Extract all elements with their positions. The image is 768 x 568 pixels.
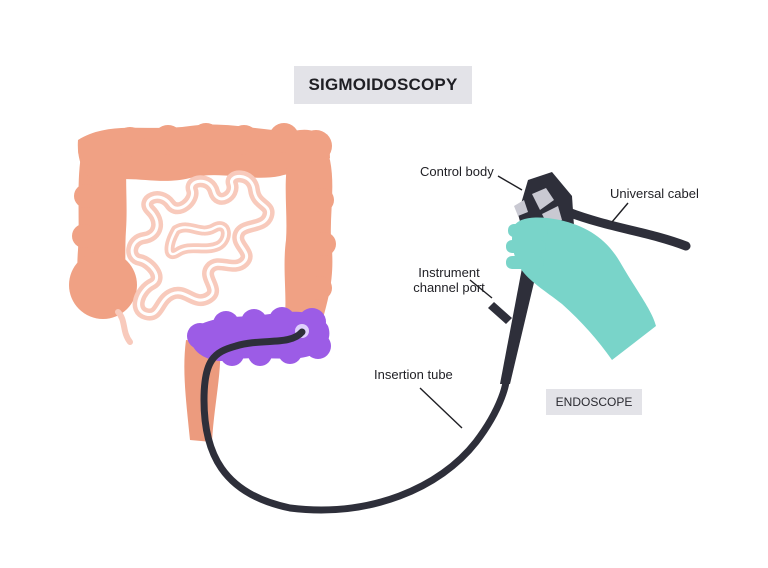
small-intestine xyxy=(126,170,275,321)
leader-control-body xyxy=(497,175,523,191)
leader-lines xyxy=(419,175,629,429)
page-title: SIGMOIDOSCOPY xyxy=(294,66,472,104)
large-intestine xyxy=(69,123,336,322)
leader-instrument-port xyxy=(469,279,493,299)
glove xyxy=(506,217,656,360)
label-insertion-tube: Insertion tube xyxy=(374,367,453,382)
label-instrument-channel-port: Instrument channel port xyxy=(394,265,504,295)
leader-universal-cable xyxy=(611,202,629,223)
label-instrument-line2: channel port xyxy=(413,280,485,295)
label-control-body: Control body xyxy=(420,164,494,179)
endoscope-shaft xyxy=(500,268,536,384)
instrument-channel-port xyxy=(488,302,512,324)
universal-cable xyxy=(563,207,691,251)
appendix xyxy=(115,309,133,345)
cecum xyxy=(69,251,137,319)
insertion-tube xyxy=(200,328,510,514)
endoscope-tag: ENDOSCOPE xyxy=(546,389,642,415)
sigmoid-colon xyxy=(187,307,331,366)
leader-insertion-tube xyxy=(419,387,463,429)
label-instrument-line1: Instrument xyxy=(418,265,480,280)
label-universal-cable: Universal cabel xyxy=(610,186,699,201)
